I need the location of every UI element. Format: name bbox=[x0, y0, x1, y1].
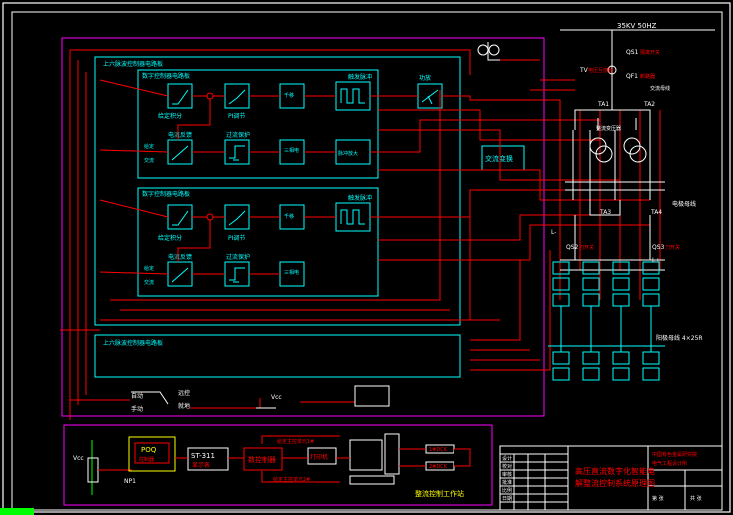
upper-board-outer bbox=[94, 56, 461, 326]
tv-desc: 电压互感器 bbox=[588, 67, 613, 74]
qf1-tag: QF1 bbox=[626, 73, 638, 80]
upper-label-pulse-amp: 脉冲放大 bbox=[338, 150, 358, 157]
ta2-tag: TA2 bbox=[643, 101, 655, 108]
ct-symbol-a bbox=[477, 44, 489, 56]
lower-label-pulse: 触发脉冲 bbox=[348, 194, 372, 202]
lower-label-pi: PI调节 bbox=[228, 234, 245, 242]
remote-label: 就地 bbox=[178, 402, 190, 410]
control-station-border bbox=[63, 424, 493, 506]
ta4-tag: TA4 bbox=[650, 209, 662, 216]
printer-label: 打印机 bbox=[310, 453, 328, 461]
title-line2: 解整流控制系统原理图 bbox=[575, 478, 655, 488]
upper-left-label-ac: 交流 bbox=[144, 157, 154, 164]
np1-tag: NP1 bbox=[124, 478, 136, 485]
local-label: 远控 bbox=[178, 389, 190, 397]
upper-label-current-fb: 电流反馈 bbox=[168, 131, 192, 139]
bottom-board-label: 上六脉波控制器电路板 bbox=[103, 339, 163, 347]
line2-label: 给定主控单元2# bbox=[273, 476, 310, 483]
lower-label-overcurrent: 过流保护 bbox=[226, 253, 250, 261]
qs2-tag: QS2 bbox=[566, 244, 579, 251]
control-cabinet-border bbox=[61, 37, 545, 417]
l-plus-tag: L+ bbox=[652, 257, 660, 264]
upper-label-integral: 给定积分 bbox=[158, 112, 182, 120]
ac-conversion-label: 交流变换 bbox=[485, 154, 513, 163]
lower-left-label-given: 给定 bbox=[144, 265, 154, 272]
bottom-board bbox=[94, 334, 461, 378]
lower-board-inner bbox=[137, 187, 379, 297]
upper-label-amplifier: 功放 bbox=[419, 74, 431, 82]
tv-tag: TV bbox=[579, 67, 589, 74]
ta1-tag: TA1 bbox=[597, 101, 609, 108]
rectifier-cabinets bbox=[548, 261, 665, 381]
control-station bbox=[87, 385, 471, 495]
upper-board-label: 上六脉波控制器电路板 bbox=[103, 60, 163, 68]
qs3-desc: 刀开关 bbox=[665, 244, 680, 251]
upper-left-label-given: 给定 bbox=[144, 143, 154, 150]
tb-label-review: 审核 bbox=[502, 471, 512, 478]
tv-symbol bbox=[607, 65, 617, 75]
poq-sub: 控制器 bbox=[139, 456, 154, 463]
electrode-note: 电极母线 bbox=[672, 200, 696, 208]
lower-inner-label: 数字控制器电路板 bbox=[142, 190, 190, 198]
bus-note: 交流母线 bbox=[650, 85, 670, 92]
upper-label-threephase: 三相电 bbox=[284, 147, 299, 154]
tb-total: 共 张 bbox=[690, 495, 702, 502]
power-circuit bbox=[487, 29, 715, 271]
lower-label-threephase: 三相电 bbox=[284, 269, 299, 276]
upper-board-inner bbox=[137, 69, 379, 179]
title-line1: 高压直流数字化智能电 bbox=[575, 466, 655, 476]
tb-sheet: 第 张 bbox=[652, 495, 664, 502]
plc-label: 数控制器 bbox=[248, 455, 276, 464]
tb-label-date: 日期 bbox=[502, 496, 512, 502]
transformer-2b-symbol bbox=[629, 145, 647, 163]
l-minus-tag: L- bbox=[551, 229, 556, 236]
qs2-desc: 刀开关 bbox=[579, 244, 594, 251]
tb-label-approve: 批准 bbox=[502, 479, 512, 486]
ct-symbol-b bbox=[488, 44, 500, 56]
upper-label-pi: PI调节 bbox=[228, 112, 245, 120]
tb-label-check: 校对 bbox=[502, 463, 512, 470]
poq-label: POQ bbox=[141, 446, 157, 454]
corner-marker bbox=[0, 508, 34, 515]
lower-label-current-fb: 电流反馈 bbox=[168, 253, 192, 261]
tb-label-design: 设计 bbox=[502, 455, 512, 462]
transformer-1b-symbol bbox=[595, 145, 613, 163]
company-line1: 中国有色金属研究院 bbox=[652, 451, 697, 458]
st-label: ST-311 bbox=[191, 452, 215, 460]
upper-inner-label: 数字控制器电路板 bbox=[142, 72, 190, 80]
qf1-desc: 断路器 bbox=[640, 73, 655, 80]
upper-label-pulse: 触发脉冲 bbox=[348, 73, 372, 81]
qs1-desc: 隔离开关 bbox=[640, 49, 660, 56]
line1-label: 给定主控单元1# bbox=[277, 438, 314, 445]
ta3-tag: TA3 bbox=[599, 209, 611, 216]
supply-voltage: 35KV 50HZ bbox=[617, 22, 657, 30]
lower-label-shift: 千移 bbox=[284, 213, 294, 220]
qs1-tag: QS1 bbox=[626, 49, 639, 56]
title-block-grid bbox=[499, 445, 723, 511]
dck2-label: 2#DCK bbox=[429, 464, 448, 470]
manual-label: 手动 bbox=[131, 405, 143, 413]
signal-wiring bbox=[60, 49, 650, 420]
vcc-label: Vcc bbox=[271, 394, 282, 401]
company-line2: 电气工程设计所 bbox=[652, 460, 687, 467]
upper-label-shift: 千移 bbox=[284, 92, 294, 99]
transformer-note: 整流变压器 bbox=[596, 125, 621, 132]
anode-note: 阳极母线 4×25R bbox=[656, 334, 703, 342]
tb-label-scale: 比例 bbox=[502, 487, 512, 494]
qs3-tag: QS3 bbox=[652, 244, 665, 251]
vcc-left: Vcc bbox=[73, 455, 84, 462]
lower-left-label-ac: 交流 bbox=[144, 279, 154, 286]
upper-label-overcurrent: 过流保护 bbox=[226, 131, 250, 139]
auto-label: 自动 bbox=[131, 392, 143, 400]
dck1-label: 1#DCK bbox=[429, 447, 448, 453]
lower-label-integral: 给定积分 bbox=[158, 234, 182, 242]
inner-frame bbox=[11, 11, 723, 511]
station-label: 整流控制工作站 bbox=[415, 489, 464, 498]
st-sub: 显示表 bbox=[192, 461, 210, 469]
